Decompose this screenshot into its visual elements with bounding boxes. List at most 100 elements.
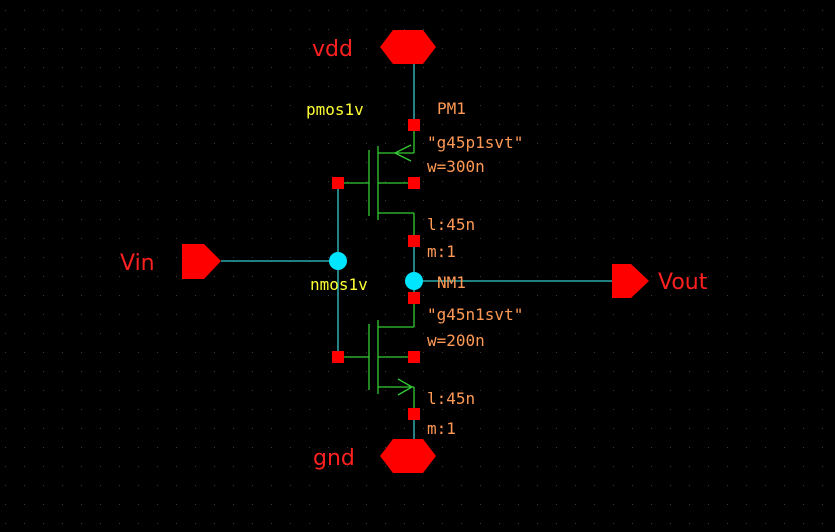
grid-dot: [24, 86, 25, 87]
grid-dot: [556, 105, 557, 106]
grid-dot: [214, 447, 215, 448]
grid-dot: [43, 447, 44, 448]
grid-dot: [176, 276, 177, 277]
grid-dot: [195, 314, 196, 315]
grid-dot: [746, 314, 747, 315]
grid-dot: [480, 86, 481, 87]
grid-dot: [442, 10, 443, 11]
grid-dot: [214, 67, 215, 68]
nmos-source-terminal[interactable]: [408, 408, 420, 420]
grid-dot: [5, 428, 6, 429]
grid-dot: [366, 409, 367, 410]
grid-dot: [518, 124, 519, 125]
grid-dot: [461, 181, 462, 182]
grid-dot: [252, 428, 253, 429]
grid-dot: [328, 10, 329, 11]
grid-dot: [290, 295, 291, 296]
vin-pin[interactable]: [182, 244, 221, 279]
grid-dot: [613, 447, 614, 448]
grid-dot: [822, 162, 823, 163]
input-junction-dot[interactable]: [329, 252, 347, 270]
nmos-drain-terminal[interactable]: [408, 292, 420, 304]
grid-dot: [252, 67, 253, 68]
nmos-bulk-terminal[interactable]: [408, 351, 420, 363]
grid-dot: [613, 48, 614, 49]
grid-dot: [138, 390, 139, 391]
grid-dot: [290, 219, 291, 220]
pmos-gate-terminal[interactable]: [332, 177, 344, 189]
grid-dot: [784, 523, 785, 524]
grid-dot: [385, 181, 386, 182]
grid-dot: [594, 485, 595, 486]
grid-dot: [366, 314, 367, 315]
grid-dot: [233, 371, 234, 372]
grid-dot: [252, 409, 253, 410]
grid-dot: [480, 200, 481, 201]
grid-dot: [499, 29, 500, 30]
grid-dot: [5, 105, 6, 106]
grid-dot: [5, 10, 6, 11]
grid-dot: [138, 409, 139, 410]
pmos-source-terminal[interactable]: [408, 119, 420, 131]
grid-dot: [518, 409, 519, 410]
grid-dot: [765, 295, 766, 296]
grid-dot: [309, 466, 310, 467]
grid-dot: [309, 257, 310, 258]
grid-dot: [290, 485, 291, 486]
pmos-bulk-terminal[interactable]: [408, 177, 420, 189]
grid-dot: [594, 333, 595, 334]
nmos-gate-terminal[interactable]: [332, 351, 344, 363]
grid-dot: [290, 371, 291, 372]
grid-dot: [632, 181, 633, 182]
grid-dot: [43, 67, 44, 68]
grid-dot: [119, 219, 120, 220]
grid-dot: [689, 200, 690, 201]
vdd-pin[interactable]: [380, 30, 436, 64]
grid-dot: [594, 257, 595, 258]
grid-dot: [727, 86, 728, 87]
grid-dot: [62, 371, 63, 372]
grid-dot: [328, 352, 329, 353]
grid-dot: [423, 219, 424, 220]
pmos-drain-terminal[interactable]: [408, 235, 420, 247]
grid-dot: [233, 295, 234, 296]
grid-dot: [271, 67, 272, 68]
grid-dot: [442, 124, 443, 125]
grid-dot: [822, 314, 823, 315]
grid-dot: [328, 181, 329, 182]
grid-dot: [81, 371, 82, 372]
grid-dot: [822, 257, 823, 258]
grid-dot: [651, 428, 652, 429]
grid-dot: [271, 86, 272, 87]
grid-dot: [727, 238, 728, 239]
grid-dot: [309, 428, 310, 429]
grid-dot: [233, 105, 234, 106]
grid-dot: [632, 162, 633, 163]
grid-dot: [309, 390, 310, 391]
grid-dot: [632, 466, 633, 467]
grid-dot: [43, 504, 44, 505]
grid-dot: [100, 428, 101, 429]
grid-dot: [670, 67, 671, 68]
grid-dot: [100, 10, 101, 11]
gnd-pin[interactable]: [380, 439, 436, 473]
grid-dot: [708, 124, 709, 125]
grid-dot: [822, 48, 823, 49]
output-junction-dot[interactable]: [405, 272, 423, 290]
grid-dot: [670, 314, 671, 315]
grid-dot: [271, 352, 272, 353]
grid-dot: [613, 162, 614, 163]
grid-dot: [822, 238, 823, 239]
grid-dot: [803, 124, 804, 125]
grid-dot: [119, 428, 120, 429]
grid-dot: [290, 466, 291, 467]
grid-dot: [62, 428, 63, 429]
grid-dot: [100, 181, 101, 182]
nmos-multiplier-param: m:1: [427, 419, 456, 438]
grid-dot: [271, 390, 272, 391]
grid-dot: [195, 504, 196, 505]
grid-dot: [347, 314, 348, 315]
grid-dot: [575, 67, 576, 68]
vout-pin[interactable]: [612, 264, 649, 298]
